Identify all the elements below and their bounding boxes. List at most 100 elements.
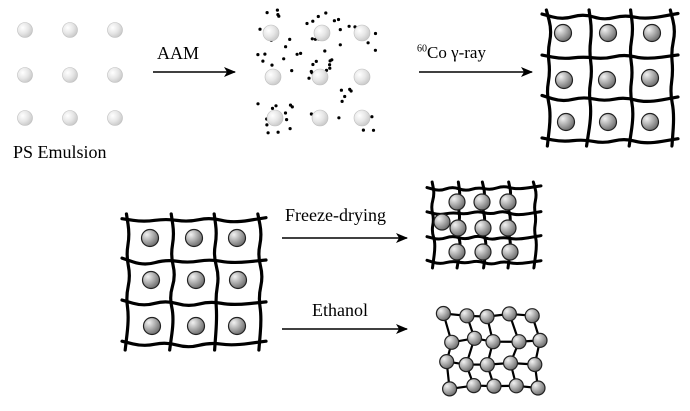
monomer-dot-icon — [373, 31, 378, 36]
ps-sphere-icon — [107, 110, 123, 126]
monomer-dot-icon — [307, 76, 311, 80]
ps-sphere-icon — [227, 228, 247, 248]
polymer-chain-line — [256, 212, 264, 352]
ps-sphere-icon — [640, 68, 660, 88]
ps-sphere-icon — [435, 305, 451, 322]
polymer-chain-line — [668, 8, 676, 148]
ps-sphere-icon — [640, 112, 660, 132]
ps-sphere-icon — [62, 22, 78, 38]
polymer-chain-line — [531, 180, 538, 270]
monomer-dot-icon — [311, 19, 315, 23]
ps-sphere-icon — [474, 219, 492, 237]
ps-sphere-icon — [62, 110, 78, 126]
ps-sphere-icon — [227, 316, 247, 336]
monomer-dot-icon — [323, 49, 327, 53]
monomer-dot-icon — [336, 17, 341, 22]
ps-sphere-icon — [228, 270, 248, 290]
monomer-dot-icon — [309, 69, 313, 74]
ps-sphere-icon — [501, 306, 517, 322]
monomer-dot-icon — [265, 11, 269, 15]
monomer-dot-icon — [270, 63, 274, 67]
ps-sphere-icon — [442, 381, 458, 397]
monomer-dot-icon — [265, 123, 269, 127]
polymer-chain-line — [540, 136, 680, 145]
ps-sphere-icon — [466, 330, 483, 346]
monomer-dot-icon — [310, 37, 314, 41]
polymer-chain-line — [120, 298, 268, 307]
ps-sphere-icon — [501, 243, 519, 261]
ps-sphere-icon — [597, 70, 617, 90]
ps-sphere-icon — [142, 316, 162, 336]
monomer-dot-icon — [330, 58, 334, 62]
monomer-dot-icon — [276, 13, 280, 17]
monomer-dot-icon — [366, 41, 370, 45]
monomer-dot-icon — [256, 102, 260, 106]
monomer-dot-icon — [338, 28, 342, 32]
ps-sphere-icon — [499, 219, 517, 237]
monomer-dot-icon — [371, 128, 376, 132]
ps-sphere-icon — [262, 24, 280, 42]
ps-emulsion-label: PS Emulsion — [13, 142, 107, 162]
ps-sphere-icon — [459, 308, 475, 324]
ps-sphere-icon — [556, 112, 576, 132]
monomer-dot-icon — [373, 48, 377, 52]
polymer-chain-line — [540, 11, 680, 21]
monomer-dot-icon — [311, 62, 315, 67]
monomer-dot-icon — [324, 11, 328, 15]
monomer-dot-icon — [299, 51, 303, 56]
polymer-network-layer — [120, 8, 680, 390]
polymer-chain-line — [544, 8, 553, 148]
monomer-dot-icon — [309, 112, 313, 116]
ps-sphere-icon — [642, 23, 662, 43]
polymer-chain-line — [425, 184, 543, 192]
ps-sphere-icon — [353, 109, 371, 127]
monomer-dot-icon — [328, 63, 332, 67]
ps-sphere-icon — [479, 309, 495, 325]
monomer-dot-icon — [290, 69, 294, 73]
ps-sphere-icon — [313, 24, 331, 42]
monomer-dot-icon — [288, 37, 292, 42]
polymer-chain-line — [120, 339, 268, 349]
monomer-dot-icon — [283, 111, 288, 115]
monomer-dot-icon — [261, 59, 265, 63]
monomer-dot-icon — [266, 131, 270, 135]
monomer-dot-icon — [258, 27, 262, 31]
ps-sphere-icon — [527, 356, 543, 373]
isotope-number: 60 — [417, 43, 427, 55]
monomer-dot-icon — [284, 45, 288, 49]
monomer-dot-icon — [270, 106, 275, 110]
monomer-dot-icon — [316, 14, 320, 19]
monomer-dot-icon — [339, 88, 343, 92]
monomer-dot-icon — [347, 24, 351, 28]
ps-sphere-icon — [499, 193, 517, 211]
monomer-dot-icon — [361, 128, 365, 132]
polymer-chain-line — [212, 212, 220, 352]
ps-sphere-icon — [444, 334, 460, 350]
polymer-chain-line — [627, 8, 635, 148]
monomer-dot-icon — [328, 66, 332, 70]
ps-sphere-icon — [140, 228, 160, 248]
ps-sphere-icon — [598, 23, 618, 43]
polymer-chain-line — [540, 93, 680, 104]
ps-sphere-icon — [311, 68, 329, 86]
freeze-drying-label: Freeze-drying — [285, 205, 386, 225]
ps-sphere-icon — [485, 334, 501, 350]
polymer-chain-line — [123, 212, 131, 352]
arrows-layer — [153, 67, 533, 334]
polymer-chain-line — [120, 256, 268, 266]
polymer-chain-line — [584, 8, 593, 148]
monomer-dot-icon — [314, 59, 318, 64]
monomer-dot-icon — [274, 104, 278, 108]
ps-sphere-icon — [107, 67, 123, 83]
ps-sphere-icon — [508, 378, 524, 394]
monomer-dot-icon — [348, 87, 352, 91]
ps-sphere-icon — [353, 68, 371, 86]
ps-sphere-icon — [141, 270, 161, 290]
monomer-dot-icon — [305, 21, 309, 26]
ps-sphere-icon — [530, 380, 546, 396]
ps-sphere-icon — [466, 378, 482, 394]
ps-sphere-icon — [186, 270, 206, 290]
monomer-dot-icon — [337, 116, 341, 120]
ps-sphere-icon — [184, 228, 204, 248]
monomer-dot-icon — [285, 118, 289, 122]
